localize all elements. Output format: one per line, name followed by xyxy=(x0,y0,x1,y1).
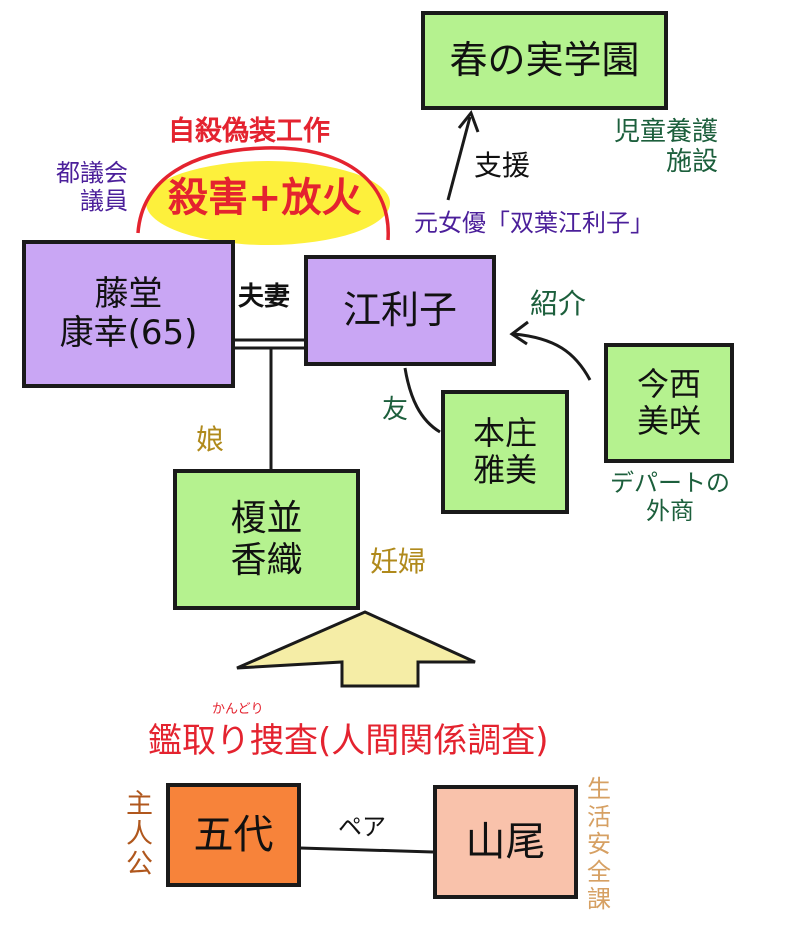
label-disguise: 自殺偽装工作 xyxy=(168,116,330,147)
node-honjo-label: 本庄 雅美 xyxy=(472,414,537,489)
label-murder: 殺害+放火 xyxy=(168,175,362,221)
label-protagonist: 主 人 公 xyxy=(126,789,153,881)
node-harunomi-label: 春の実学園 xyxy=(449,37,640,82)
node-todo-yasuyuki: 藤堂 康幸(65) xyxy=(22,240,235,388)
node-imanishi-misaki: 今西 美咲 xyxy=(604,343,734,463)
label-children-facility: 児童養護 施設 xyxy=(613,117,718,177)
label-pair: ペア xyxy=(338,813,386,841)
introduce-arrowhead xyxy=(509,320,529,346)
label-investigation: 鑑取り捜査(人間関係調査) xyxy=(148,721,549,761)
label-life-safety: 生 活 安 全 課 xyxy=(587,775,611,914)
label-couple: 夫妻 xyxy=(238,282,291,312)
node-harunomi-gakuen: 春の実学園 xyxy=(421,11,668,110)
node-yamao: 山尾 xyxy=(433,785,578,899)
node-eriko: 江利子 xyxy=(304,255,496,366)
label-former-actress: 元女優「双葉江利子」 xyxy=(414,209,654,237)
label-daughter: 娘 xyxy=(196,423,225,456)
node-enami-label: 榎並 香織 xyxy=(230,498,303,581)
murder-highlight xyxy=(146,161,390,245)
label-support: 支援 xyxy=(474,149,531,182)
friend-curve xyxy=(403,367,441,434)
label-pregnant: 妊婦 xyxy=(370,545,427,578)
node-imanishi-label: 今西 美咲 xyxy=(636,365,701,440)
node-eriko-label: 江利子 xyxy=(342,287,457,332)
up-arrow xyxy=(236,610,476,688)
introduce-arrow xyxy=(513,332,592,381)
node-enami-kaori: 榎並 香織 xyxy=(173,469,360,610)
label-depart: デパートの 外商 xyxy=(610,469,730,525)
support-arrowhead xyxy=(457,109,480,133)
node-godai-label: 五代 xyxy=(193,812,274,858)
label-kandori-ruby: かんどり xyxy=(212,702,264,717)
label-friend: 友 xyxy=(382,395,409,425)
support-arrow xyxy=(446,116,472,201)
label-introduce: 紹介 xyxy=(530,287,587,320)
node-godai: 五代 xyxy=(166,783,301,887)
node-honjo-masami: 本庄 雅美 xyxy=(441,390,569,514)
pair-line xyxy=(299,846,434,854)
label-councilor: 都議会 議員 xyxy=(56,159,128,215)
node-todo-label: 藤堂 康幸(65) xyxy=(59,273,198,353)
murder-arc xyxy=(136,146,390,241)
node-yamao-label: 山尾 xyxy=(465,819,546,865)
